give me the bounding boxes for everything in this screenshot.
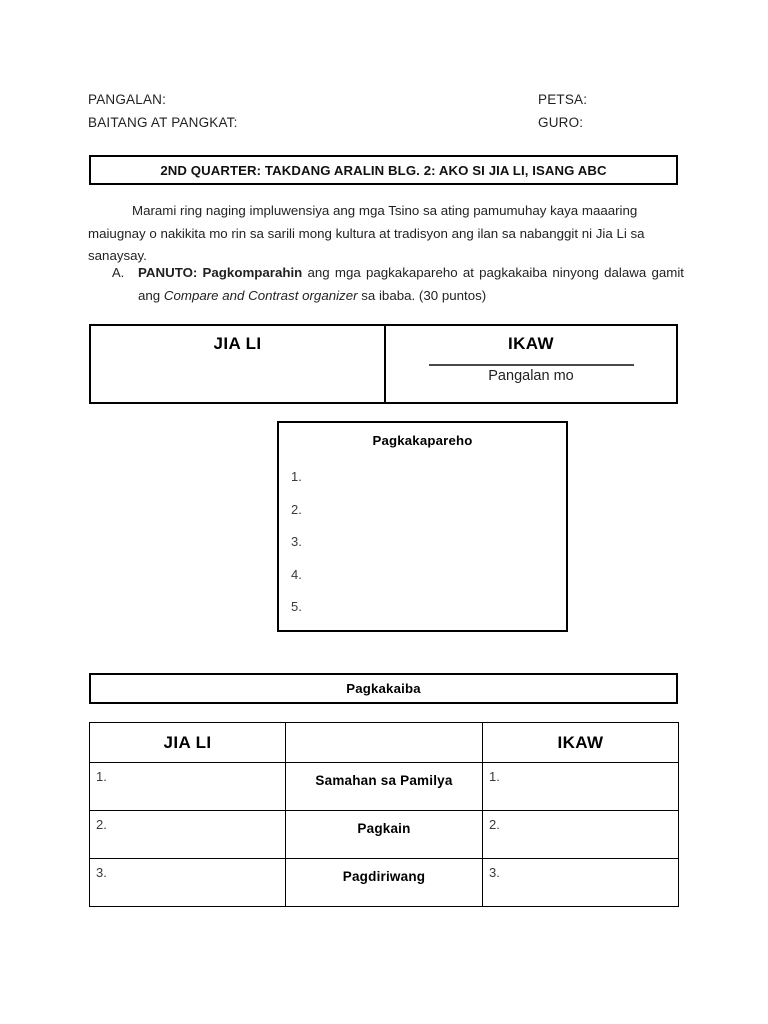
similarities-title: Pagkakapareho <box>372 433 473 448</box>
item-a-text: PANUTO: Pagkomparahin ang mga pagkakapar… <box>138 262 684 307</box>
date-label: PETSA: <box>538 92 588 107</box>
diff-cell-jia-li[interactable]: 2. <box>89 810 286 859</box>
diff-cell-jia-li[interactable]: 3. <box>89 858 286 907</box>
table-row: 2. Pagkain 2. <box>89 810 679 859</box>
category-label: Pagkain <box>357 821 411 836</box>
name-label: PANGALAN: <box>88 92 167 107</box>
panuto-bold: PANUTO: Pagkomparahin <box>138 265 303 280</box>
section-teacher-row: BAITANG AT PANGKAT: GURO: <box>88 111 680 134</box>
row-number: 3. <box>96 865 107 880</box>
table-header-row: JIA LI IKAW <box>89 722 679 763</box>
teacher-label: GURO: <box>538 115 584 130</box>
category-label: Pagdiriwang <box>342 869 426 884</box>
row-number: 3. <box>489 865 500 880</box>
list-item[interactable]: 1. <box>291 469 302 484</box>
instruction-item-a: A. PANUTO: Pagkomparahin ang mga pagkaka… <box>112 262 684 307</box>
diff-header-category <box>285 722 483 763</box>
page-title: 2ND QUARTER: TAKDANG ARALIN BLG. 2: AKO … <box>160 162 607 178</box>
diff-cell-ikaw[interactable]: 3. <box>482 858 679 907</box>
diff-cell-category: Pagkain <box>285 810 483 859</box>
diff-cell-ikaw[interactable]: 1. <box>482 762 679 811</box>
intro-paragraph: Marami ring naging impluwensiya ang mga … <box>88 200 683 268</box>
similarities-list: 1. 2. 3. 4. 5. <box>279 461 566 624</box>
panuto-text-2: sa ibaba. (30 puntos) <box>357 287 487 303</box>
row-number: 2. <box>96 817 107 832</box>
diff-header-ikaw: IKAW <box>482 722 679 763</box>
diff-cell-category: Pagdiriwang <box>285 858 483 907</box>
diff-cell-ikaw[interactable]: 2. <box>482 810 679 859</box>
differences-title: Pagkakaiba <box>346 681 421 696</box>
similarities-box: Pagkakapareho 1. 2. 3. 4. 5. <box>277 421 568 632</box>
jia-li-cell: JIA LI <box>91 326 386 402</box>
identity-table: JIA LI IKAW Pangalan mo <box>89 324 678 404</box>
ikaw-cell[interactable]: IKAW Pangalan mo <box>386 326 676 402</box>
name-write-line[interactable] <box>428 364 634 366</box>
panuto-text-1: ang mga pagkakapareho at pagkakaiba niny… <box>138 265 685 303</box>
jia-li-header: JIA LI <box>213 334 262 353</box>
table-row: 3. Pagdiriwang 3. <box>89 858 679 907</box>
row-number: 2. <box>489 817 500 832</box>
list-item[interactable]: 3. <box>291 534 302 549</box>
list-item[interactable]: 5. <box>291 599 302 614</box>
title-banner: 2ND QUARTER: TAKDANG ARALIN BLG. 2: AKO … <box>89 155 678 185</box>
list-item[interactable]: 4. <box>291 566 302 582</box>
organizer-italic: Compare and Contrast organizer <box>163 287 358 303</box>
student-info-block: PANGALAN: PETSA: BAITANG AT PANGKAT: GUR… <box>88 88 680 134</box>
list-item[interactable]: 2. <box>291 501 302 517</box>
row-number: 1. <box>96 769 107 784</box>
diff-header-jia-li: JIA LI <box>89 722 286 763</box>
diff-cell-jia-li[interactable]: 1. <box>89 762 286 811</box>
differences-table: JIA LI IKAW 1. Samahan sa Pamilya 1. 2. … <box>89 722 679 907</box>
name-line-caption: Pangalan mo <box>488 367 574 384</box>
paragraph-text: Marami ring naging impluwensiya ang mga … <box>88 203 645 263</box>
section-label: BAITANG AT PANGKAT: <box>88 115 238 130</box>
category-label: Samahan sa Pamilya <box>315 773 453 788</box>
name-date-row: PANGALAN: PETSA: <box>88 88 680 111</box>
ikaw-header: IKAW <box>508 334 554 353</box>
diff-cell-category: Samahan sa Pamilya <box>285 762 483 811</box>
table-row: 1. Samahan sa Pamilya 1. <box>89 762 679 811</box>
row-number: 1. <box>489 769 500 784</box>
differences-banner: Pagkakaiba <box>89 673 678 704</box>
item-marker: A. <box>112 265 125 280</box>
name-entry-area[interactable]: Pangalan mo <box>386 364 676 384</box>
